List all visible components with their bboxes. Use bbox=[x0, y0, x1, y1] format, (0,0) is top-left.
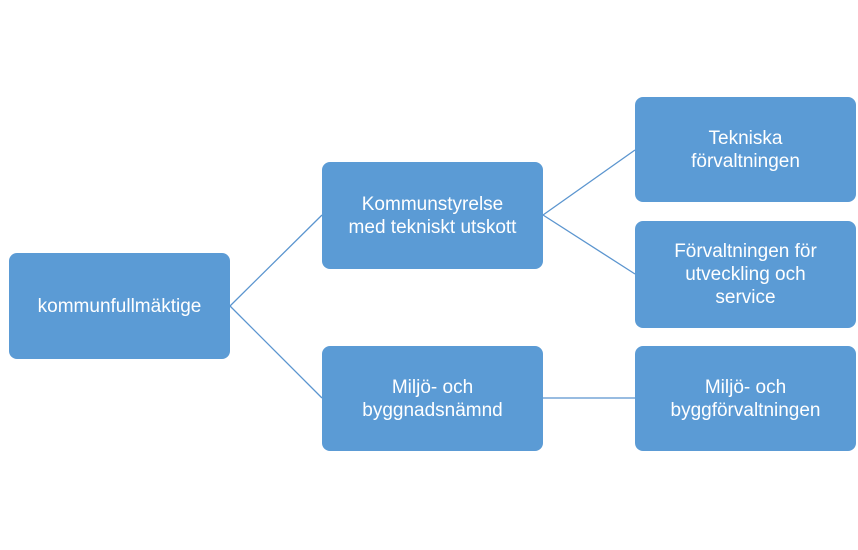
node-kommunfullmaktige: kommunfullmäktige bbox=[9, 253, 230, 359]
node-label: kommunfullmäktige bbox=[37, 295, 202, 317]
node-miljo-och-byggforvaltningen: Miljö- och byggförvaltningen bbox=[635, 346, 856, 451]
node-label: Miljö- och byggförvaltningen bbox=[670, 376, 821, 421]
connector-root-to-miljo-bygg-namnd bbox=[229, 305, 323, 399]
node-miljo-och-byggnadsnamnd: Miljö- och byggnadsnämnd bbox=[322, 346, 543, 451]
node-tekniska-forvaltningen: Tekniska förvaltningen bbox=[635, 97, 856, 202]
node-label: Miljö- och byggnadsnämnd bbox=[362, 376, 503, 421]
node-label: Kommunstyrelse med tekniskt utskott bbox=[348, 193, 517, 238]
node-label: Förvaltningen för utveckling och service bbox=[674, 241, 817, 308]
connector-kommunstyrelse-to-tekniska bbox=[542, 149, 636, 216]
node-forvaltningen-for-utveckling-och-service: Förvaltningen för utveckling och service bbox=[635, 221, 856, 328]
node-kommunstyrelse: Kommunstyrelse med tekniskt utskott bbox=[322, 162, 543, 269]
connector-kommunstyrelse-to-utveckling bbox=[542, 214, 636, 275]
node-label: Tekniska förvaltningen bbox=[691, 127, 800, 172]
connector-root-to-kommunstyrelse bbox=[229, 214, 323, 307]
